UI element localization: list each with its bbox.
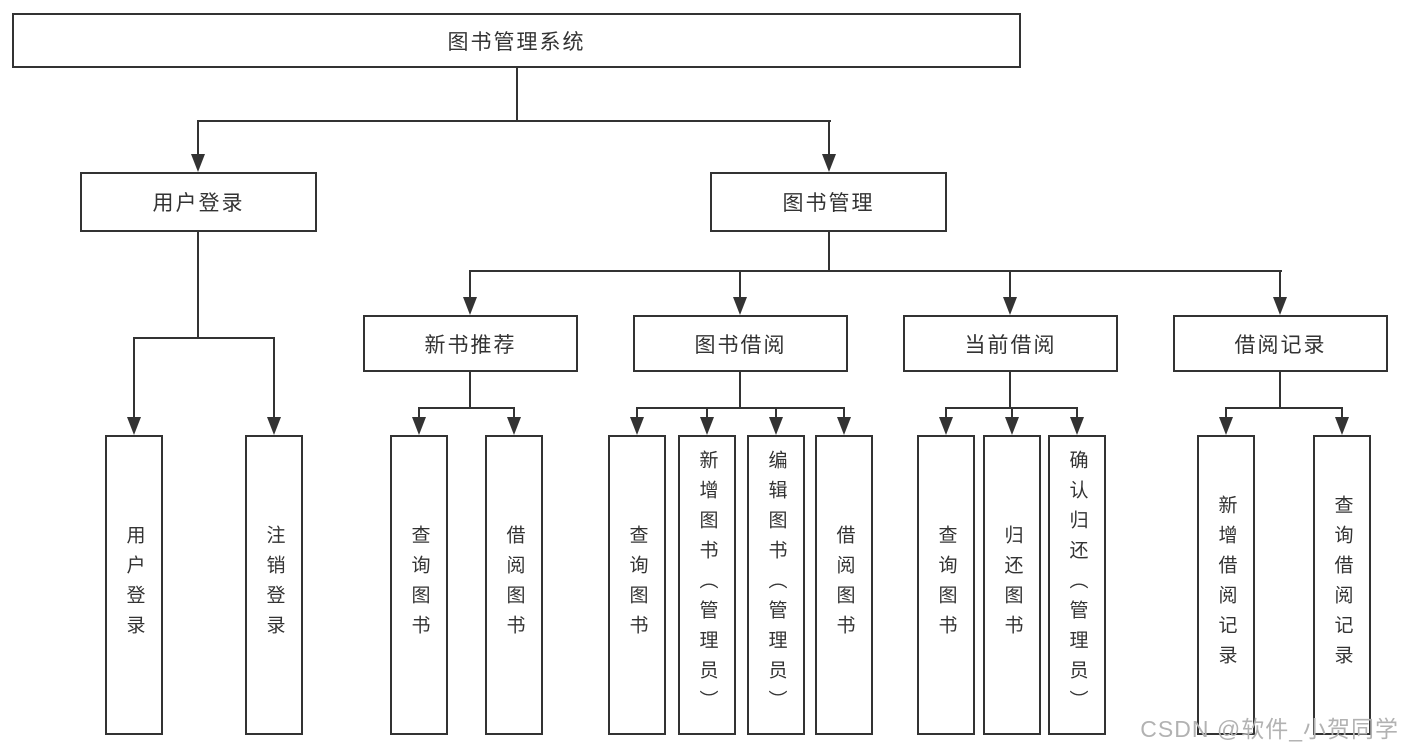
node-leaf-return-book-label: 归还图书 bbox=[1001, 525, 1023, 645]
node-leaf-user-login-label: 用户登录 bbox=[123, 525, 145, 645]
connector bbox=[197, 120, 199, 156]
arrowhead bbox=[837, 417, 851, 435]
connector bbox=[1076, 407, 1078, 419]
connector bbox=[469, 270, 1282, 272]
connector bbox=[197, 120, 831, 122]
connector bbox=[945, 407, 947, 419]
connector bbox=[828, 230, 830, 272]
arrowhead bbox=[1335, 417, 1349, 435]
arrowhead bbox=[733, 297, 747, 315]
node-root: 图书管理系统 bbox=[12, 13, 1021, 68]
node-leaf-return-book: 归还图书 bbox=[983, 435, 1041, 735]
node-current-borrowing: 当前借阅 bbox=[903, 315, 1118, 372]
node-leaf-add-borrow-record: 新增借阅记录 bbox=[1197, 435, 1255, 735]
node-leaf-query-book-borrow-label: 查询图书 bbox=[626, 525, 648, 645]
connector bbox=[197, 230, 199, 339]
connector bbox=[1225, 407, 1227, 419]
node-leaf-borrow-book-rec-label: 借阅图书 bbox=[503, 525, 525, 645]
arrowhead bbox=[1219, 417, 1233, 435]
arrowhead bbox=[700, 417, 714, 435]
node-leaf-logout: 注销登录 bbox=[245, 435, 303, 735]
connector bbox=[418, 407, 515, 409]
connector bbox=[828, 120, 830, 156]
node-leaf-add-book: 新增图书（管理员） bbox=[678, 435, 736, 735]
node-leaf-query-book-current: 查询图书 bbox=[917, 435, 975, 735]
connector bbox=[636, 407, 845, 409]
node-book-borrowing: 图书借阅 bbox=[633, 315, 848, 372]
node-leaf-query-book-rec-label: 查询图书 bbox=[408, 525, 430, 645]
node-new-book-recommendation-label: 新书推荐 bbox=[424, 333, 517, 357]
arrowhead bbox=[630, 417, 644, 435]
connector bbox=[1011, 407, 1013, 419]
node-leaf-confirm-return: 确认归还（管理员） bbox=[1048, 435, 1106, 735]
arrowhead bbox=[1003, 297, 1017, 315]
connector bbox=[636, 407, 638, 419]
node-leaf-user-login: 用户登录 bbox=[105, 435, 163, 735]
connector bbox=[513, 407, 515, 419]
arrowhead bbox=[1070, 417, 1084, 435]
node-leaf-query-book-borrow: 查询图书 bbox=[608, 435, 666, 735]
node-user-login: 用户登录 bbox=[80, 172, 317, 232]
connector bbox=[739, 270, 741, 299]
arrowhead bbox=[127, 417, 141, 435]
arrowhead bbox=[463, 297, 477, 315]
connector bbox=[1009, 370, 1011, 409]
node-book-borrowing-label: 图书借阅 bbox=[694, 333, 787, 357]
node-leaf-query-book-current-label: 查询图书 bbox=[935, 525, 957, 645]
node-leaf-add-borrow-record-label: 新增借阅记录 bbox=[1215, 495, 1237, 675]
connector bbox=[133, 337, 135, 419]
connector bbox=[1009, 270, 1011, 299]
connector bbox=[706, 407, 708, 419]
connector bbox=[1279, 270, 1281, 299]
csdn-watermark: CSDN @软件_小贺同学 bbox=[1140, 716, 1399, 742]
arrowhead bbox=[191, 154, 205, 172]
connector bbox=[273, 337, 275, 419]
connector bbox=[1225, 407, 1343, 409]
arrowhead bbox=[822, 154, 836, 172]
node-new-book-recommendation: 新书推荐 bbox=[363, 315, 578, 372]
node-borrowing-records-label: 借阅记录 bbox=[1234, 333, 1327, 357]
node-leaf-add-book-label: 新增图书（管理员） bbox=[696, 450, 718, 720]
node-leaf-borrow-book-rec: 借阅图书 bbox=[485, 435, 543, 735]
node-current-borrowing-label: 当前借阅 bbox=[964, 333, 1057, 357]
node-leaf-edit-book: 编辑图书（管理员） bbox=[747, 435, 805, 735]
node-leaf-borrow-book-borrow-label: 借阅图书 bbox=[833, 525, 855, 645]
connector bbox=[133, 337, 275, 339]
node-user-login-label: 用户登录 bbox=[152, 192, 245, 215]
arrowhead bbox=[939, 417, 953, 435]
connector bbox=[843, 407, 845, 419]
arrowhead bbox=[1273, 297, 1287, 315]
connector bbox=[469, 270, 471, 299]
node-leaf-query-borrow-record-label: 查询借阅记录 bbox=[1331, 495, 1353, 675]
connector bbox=[1279, 370, 1281, 409]
connector bbox=[516, 68, 518, 122]
arrowhead bbox=[507, 417, 521, 435]
node-leaf-confirm-return-label: 确认归还（管理员） bbox=[1066, 450, 1088, 720]
node-borrowing-records: 借阅记录 bbox=[1173, 315, 1388, 372]
connector bbox=[1341, 407, 1343, 419]
node-leaf-query-borrow-record: 查询借阅记录 bbox=[1313, 435, 1371, 735]
node-leaf-logout-label: 注销登录 bbox=[263, 525, 285, 645]
arrowhead bbox=[412, 417, 426, 435]
node-book-management-label: 图书管理 bbox=[782, 192, 875, 215]
connector bbox=[775, 407, 777, 419]
connector bbox=[469, 370, 471, 409]
node-leaf-query-book-rec: 查询图书 bbox=[390, 435, 448, 735]
arrowhead bbox=[1005, 417, 1019, 435]
connector bbox=[418, 407, 420, 419]
arrowhead bbox=[267, 417, 281, 435]
node-book-management: 图书管理 bbox=[710, 172, 947, 232]
arrowhead bbox=[769, 417, 783, 435]
connector bbox=[739, 370, 741, 409]
node-leaf-borrow-book-borrow: 借阅图书 bbox=[815, 435, 873, 735]
node-root-label: 图书管理系统 bbox=[447, 30, 586, 54]
node-leaf-edit-book-label: 编辑图书（管理员） bbox=[765, 450, 787, 720]
